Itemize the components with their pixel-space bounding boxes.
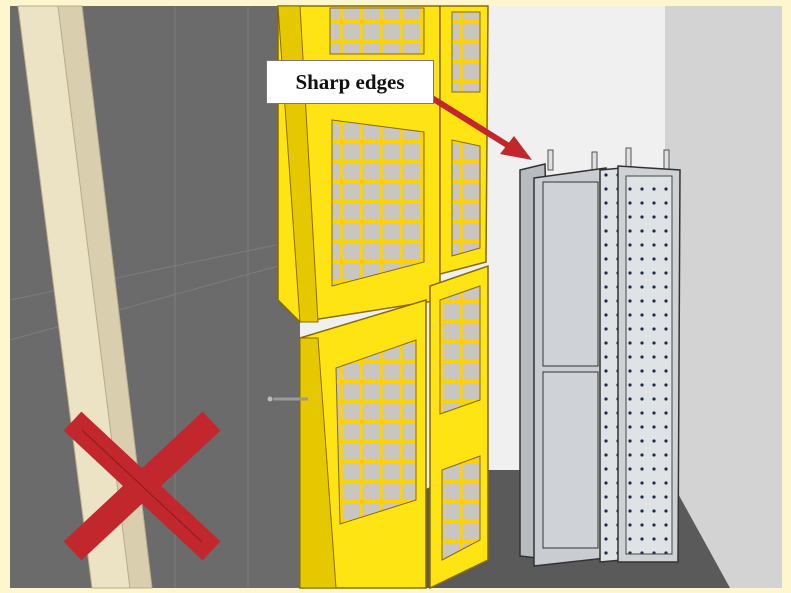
callout-label: Sharp edges — [266, 60, 434, 104]
right-wall — [665, 6, 782, 588]
stacked-panels — [520, 148, 680, 566]
